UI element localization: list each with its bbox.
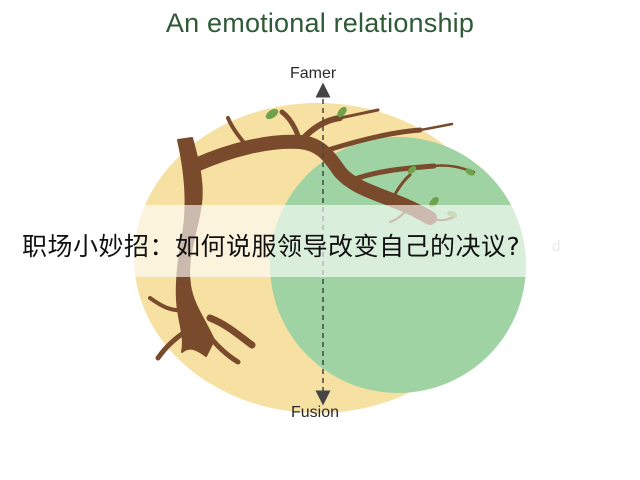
caption-text: 职场小妙招：如何说服领导改变自己的决议? xyxy=(22,232,521,261)
bottom-axis-label: Fusion xyxy=(291,404,340,421)
top-axis-label: Famer xyxy=(290,65,337,82)
leaf-icon xyxy=(265,106,475,218)
caption-banner xyxy=(0,205,640,277)
diagram-title: An emotional relationship xyxy=(165,8,475,38)
